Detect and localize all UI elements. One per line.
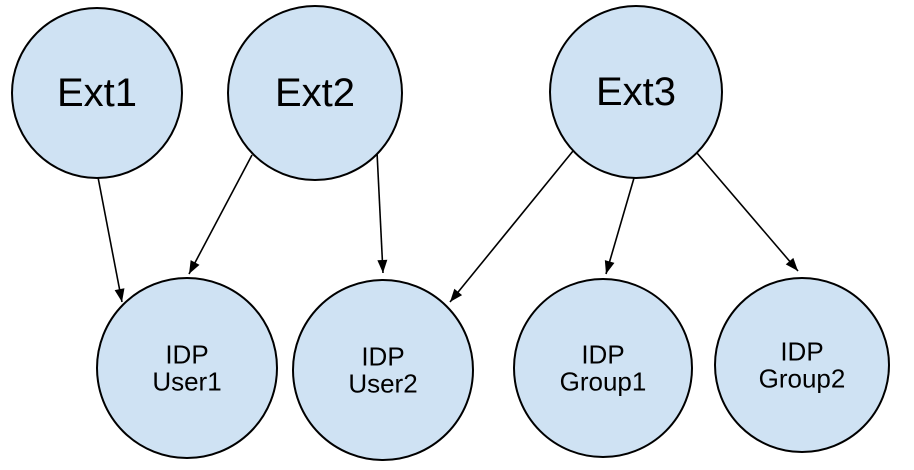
node-idp-group2-circle[interactable] [714,277,890,453]
node-idp-group1-circle[interactable] [513,278,693,458]
edge-ext3-to-idp-group1 [604,177,635,275]
node-ext3-label: Ext3 [596,70,676,114]
node-idp-group2-label: IDP [780,337,823,367]
edge-ext3-to-idp-user2 [449,150,574,303]
node-idp-user1-label: User1 [152,367,221,397]
edges-layer [96,150,799,303]
node-ext2[interactable]: Ext2 [227,5,403,181]
node-idp-user1-circle[interactable] [96,277,278,459]
node-ext1-circle[interactable] [11,7,183,179]
edge-ext2-to-idp-user2 [376,151,388,274]
node-idp-group2-label: Group2 [759,364,846,394]
node-idp-group1-label: IDP [581,340,624,370]
node-ext2-circle[interactable] [227,5,403,181]
node-ext3[interactable]: Ext3 [549,5,723,179]
edge-ext1-to-idp-user1 [96,171,125,303]
node-ext1[interactable]: Ext1 [11,7,183,179]
node-idp-group1-label: Group1 [560,367,647,397]
edge-ext2-to-idp-user1 [188,154,253,275]
node-ext2-label: Ext2 [275,71,355,115]
node-idp-user1-label: IDP [165,340,208,370]
node-idp-user2-circle[interactable] [292,279,474,461]
node-ext3-circle[interactable] [549,5,723,179]
node-idp-user2-label: User2 [348,369,417,399]
node-idp-user2-label: IDP [361,342,404,372]
node-ext1-label: Ext1 [57,71,137,115]
edge-ext3-to-idp-group2 [696,152,799,272]
